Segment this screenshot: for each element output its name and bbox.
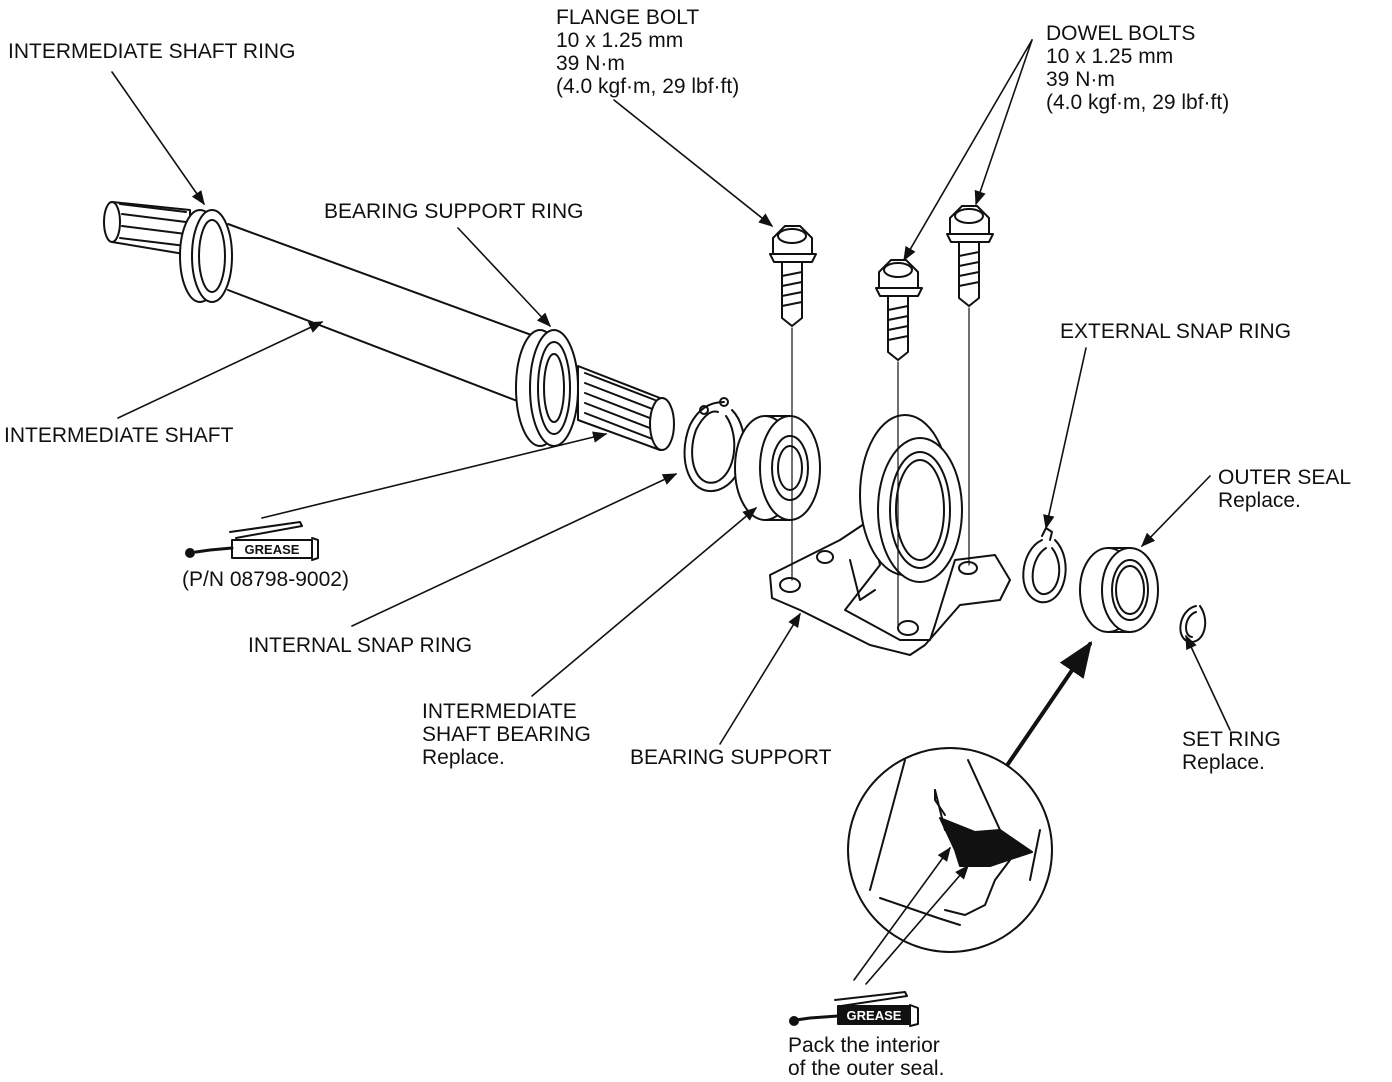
label-internal-snap-ring: INTERNAL SNAP RING bbox=[248, 634, 473, 657]
bearing-support-ring-part bbox=[515, 329, 579, 447]
outer-seal-part bbox=[1079, 547, 1159, 633]
bearing-support-part bbox=[769, 414, 1011, 656]
flange-bolt-torque: 39 N·m bbox=[556, 52, 625, 75]
label-bearing-support: BEARING SUPPORT bbox=[630, 746, 832, 769]
flange-bolt-torque-alt: (4.0 kgf·m, 29 lbf·ft) bbox=[556, 75, 740, 98]
outer-seal-title: OUTER SEAL bbox=[1218, 466, 1352, 489]
grease-tube-icon-upper bbox=[185, 521, 319, 561]
intermediate-shaft-part bbox=[103, 201, 675, 451]
outer-seal-note: Replace. bbox=[1218, 489, 1301, 512]
flange-bolt-size: 10 x 1.25 mm bbox=[556, 29, 684, 52]
dowel-bolts-size: 10 x 1.25 mm bbox=[1046, 45, 1174, 68]
intermediate-shaft-ring-part bbox=[179, 209, 233, 303]
label-grease-part-number: (P/N 08798-9002) bbox=[182, 568, 349, 591]
outer-seal-detail-view bbox=[847, 747, 1053, 953]
label-intermediate-shaft: INTERMEDIATE SHAFT bbox=[4, 424, 234, 447]
label-external-snap-ring: EXTERNAL SNAP RING bbox=[1060, 320, 1292, 343]
shaft-bearing-line1: INTERMEDIATE bbox=[422, 700, 577, 723]
flange-bolt-title: FLANGE BOLT bbox=[556, 6, 700, 29]
dowel-bolts-title: DOWEL BOLTS bbox=[1046, 22, 1196, 45]
dowel-bolts-torque: 39 N·m bbox=[1046, 68, 1115, 91]
label-set-ring: SET RING Replace. bbox=[1182, 728, 1281, 774]
label-dowel-bolts: DOWEL BOLTS 10 x 1.25 mm 39 N·m (4.0 kgf… bbox=[1046, 22, 1229, 114]
label-pack-note: Pack the interior of the outer seal. bbox=[788, 1034, 944, 1080]
external-snap-ring-part bbox=[1022, 527, 1067, 604]
label-outer-seal: OUTER SEAL Replace. bbox=[1218, 466, 1351, 512]
shaft-bearing-line2: SHAFT BEARING bbox=[422, 723, 591, 746]
label-intermediate-shaft-ring: INTERMEDIATE SHAFT RING bbox=[8, 40, 296, 63]
set-ring-part bbox=[1179, 605, 1207, 644]
dowel-bolts-torque-alt: (4.0 kgf·m, 29 lbf·ft) bbox=[1046, 91, 1230, 114]
grease-tube-icon-lower bbox=[789, 991, 919, 1027]
detail-arrow bbox=[1006, 641, 1093, 766]
flange-bolt-part bbox=[769, 225, 817, 327]
set-ring-note: Replace. bbox=[1182, 751, 1265, 774]
dowel-bolt-part-2 bbox=[946, 205, 994, 307]
leader-lines bbox=[111, 39, 1231, 985]
intermediate-shaft-bearing-part bbox=[734, 415, 821, 521]
set-ring-title: SET RING bbox=[1182, 728, 1281, 751]
grease-tube-label-lower: GREASE bbox=[847, 1008, 902, 1023]
label-bearing-support-ring: BEARING SUPPORT RING bbox=[324, 200, 584, 223]
label-flange-bolt: FLANGE BOLT 10 x 1.25 mm 39 N·m (4.0 kgf… bbox=[556, 6, 739, 98]
shaft-bearing-note: Replace. bbox=[422, 746, 505, 769]
grease-tube-label-upper: GREASE bbox=[245, 542, 300, 557]
pack-note-line1: Pack the interior bbox=[788, 1034, 940, 1057]
dowel-bolt-part-1 bbox=[875, 259, 923, 361]
label-intermediate-shaft-bearing: INTERMEDIATE SHAFT BEARING Replace. bbox=[422, 700, 591, 769]
pack-note-line2: of the outer seal. bbox=[788, 1057, 945, 1080]
